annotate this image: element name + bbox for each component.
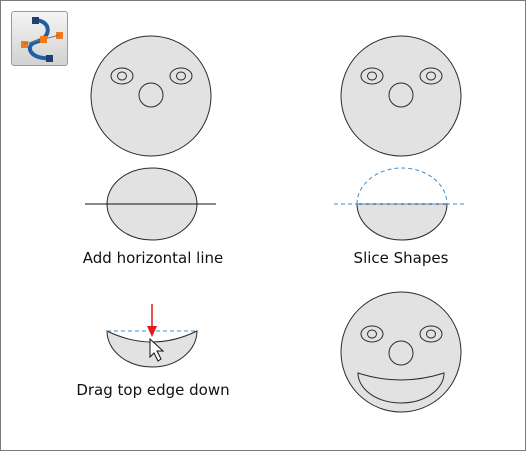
caption-drag-top-edge-down: Drag top edge down — [76, 381, 230, 399]
drag-down-arrow-icon — [147, 304, 157, 337]
shape-editor-tool-button[interactable] — [11, 11, 68, 66]
sliced-ellipse — [334, 167, 465, 241]
caption-slice-shapes: Slice Shapes — [353, 249, 449, 267]
ellipse-with-line — [85, 167, 216, 241]
face-original — [90, 35, 212, 157]
face-copy — [340, 35, 462, 157]
mouth-shape-drag — [106, 304, 198, 368]
mouse-pointer-icon — [149, 337, 165, 362]
face-final — [340, 291, 462, 413]
shape-editor-tool-icon — [21, 17, 63, 62]
caption-add-horizontal-line: Add horizontal line — [82, 249, 224, 267]
